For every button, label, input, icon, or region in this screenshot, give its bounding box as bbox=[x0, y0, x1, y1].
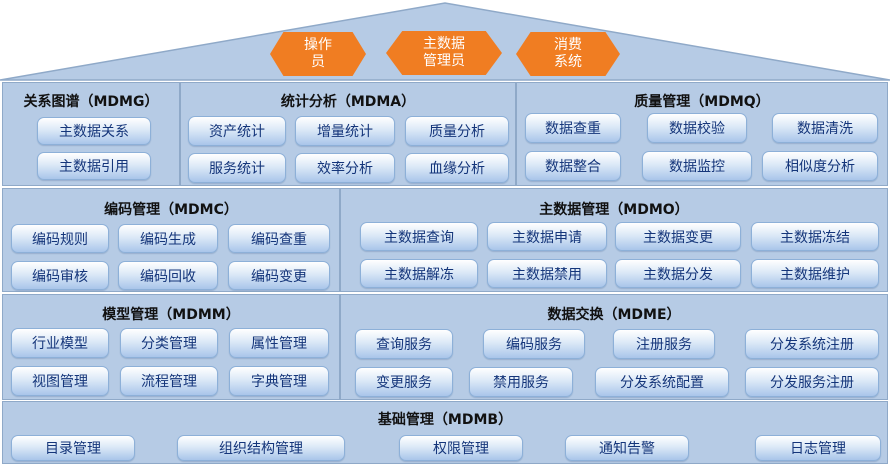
role-operator: 操作 员 bbox=[270, 32, 366, 76]
btn-change-service[interactable]: 变更服务 bbox=[355, 367, 453, 397]
btn-md-unfreeze[interactable]: 主数据解冻 bbox=[360, 259, 478, 288]
btn-catalog-mgmt[interactable]: 目录管理 bbox=[11, 435, 135, 461]
btn-org-structure-mgmt[interactable]: 组织结构管理 bbox=[177, 435, 345, 461]
section-mdme: 数据交换（MDME） 查询服务 编码服务 注册服务 分发系统注册 变更服务 禁用… bbox=[340, 294, 888, 400]
btn-md-change[interactable]: 主数据变更 bbox=[615, 222, 741, 251]
btn-service-stats[interactable]: 服务统计 bbox=[188, 153, 286, 183]
btn-dist-service-register[interactable]: 分发服务注册 bbox=[745, 367, 879, 397]
btn-md-freeze[interactable]: 主数据冻结 bbox=[751, 222, 879, 251]
btn-similarity-analysis[interactable]: 相似度分析 bbox=[762, 151, 878, 181]
btn-code-audit[interactable]: 编码审核 bbox=[11, 261, 109, 290]
section-title: 基础管理（MDMB） bbox=[377, 412, 513, 428]
btn-md-query[interactable]: 主数据查询 bbox=[360, 222, 478, 251]
btn-dist-system-register[interactable]: 分发系统注册 bbox=[745, 329, 879, 359]
btn-asset-stats[interactable]: 资产统计 bbox=[188, 116, 286, 146]
role-operator-label: 操作 员 bbox=[304, 37, 332, 70]
btn-notification-alert[interactable]: 通知告警 bbox=[565, 435, 689, 461]
section-mdmq: 质量管理（MDMQ） 数据查重 数据校验 数据清洗 数据整合 数据监控 相似度分… bbox=[516, 82, 888, 186]
btn-data-cleansing[interactable]: 数据清洗 bbox=[772, 113, 878, 143]
section-title: 模型管理（MDMM） bbox=[102, 307, 240, 323]
btn-attribute-mgmt[interactable]: 属性管理 bbox=[229, 328, 329, 358]
btn-code-rule[interactable]: 编码规则 bbox=[11, 224, 109, 253]
btn-code-change[interactable]: 编码变更 bbox=[228, 261, 330, 290]
btn-code-dedup[interactable]: 编码查重 bbox=[228, 224, 330, 253]
btn-disable-service[interactable]: 禁用服务 bbox=[469, 367, 573, 397]
btn-log-mgmt[interactable]: 日志管理 bbox=[755, 435, 881, 461]
section-title: 编码管理（MDMC） bbox=[104, 202, 238, 218]
btn-lineage-analysis[interactable]: 血缘分析 bbox=[405, 153, 509, 183]
section-mdma: 统计分析（MDMA） 资产统计 增量统计 质量分析 服务统计 效率分析 血缘分析 bbox=[180, 82, 516, 186]
btn-register-service[interactable]: 注册服务 bbox=[613, 329, 715, 359]
section-title: 数据交换（MDME） bbox=[547, 307, 681, 323]
section-mdmm: 模型管理（MDMM） 行业模型 分类管理 属性管理 视图管理 流程管理 字典管理 bbox=[2, 294, 340, 400]
role-master-data-admin: 主数据 管理员 bbox=[386, 31, 502, 75]
btn-efficiency-analysis[interactable]: 效率分析 bbox=[295, 153, 395, 183]
btn-permission-mgmt[interactable]: 权限管理 bbox=[399, 435, 523, 461]
section-mdmo: 主数据管理（MDMO） 主数据查询 主数据申请 主数据变更 主数据冻结 主数据解… bbox=[340, 188, 888, 292]
btn-data-dedup[interactable]: 数据查重 bbox=[525, 113, 621, 143]
section-mdmc: 编码管理（MDMC） 编码规则 编码生成 编码查重 编码审核 编码回收 编码变更 bbox=[2, 188, 340, 292]
section-title: 质量管理（MDMQ） bbox=[634, 94, 770, 110]
btn-query-service[interactable]: 查询服务 bbox=[355, 329, 453, 359]
btn-data-validation[interactable]: 数据校验 bbox=[647, 113, 747, 143]
role-consumer-system-label: 消费 系统 bbox=[554, 37, 582, 70]
btn-dist-system-config[interactable]: 分发系统配置 bbox=[595, 367, 729, 397]
section-title: 主数据管理（MDMO） bbox=[539, 202, 689, 218]
btn-data-integration[interactable]: 数据整合 bbox=[525, 151, 621, 181]
section-title: 关系图谱（MDMG） bbox=[23, 94, 159, 110]
role-master-data-admin-label: 主数据 管理员 bbox=[423, 36, 465, 69]
btn-quality-analysis[interactable]: 质量分析 bbox=[405, 116, 509, 146]
btn-code-generate[interactable]: 编码生成 bbox=[118, 224, 218, 253]
btn-master-data-reference[interactable]: 主数据引用 bbox=[37, 152, 151, 180]
btn-master-data-relation[interactable]: 主数据关系 bbox=[37, 117, 151, 145]
btn-md-disable[interactable]: 主数据禁用 bbox=[487, 259, 607, 288]
btn-industry-model[interactable]: 行业模型 bbox=[11, 328, 109, 358]
role-consumer-system: 消费 系统 bbox=[516, 32, 620, 76]
section-title: 统计分析（MDMA） bbox=[280, 94, 416, 110]
section-mdmb: 基础管理（MDMB） 目录管理 组织结构管理 权限管理 通知告警 日志管理 bbox=[2, 401, 888, 464]
btn-code-recycle[interactable]: 编码回收 bbox=[118, 261, 218, 290]
btn-category-mgmt[interactable]: 分类管理 bbox=[120, 328, 218, 358]
btn-view-mgmt[interactable]: 视图管理 bbox=[11, 366, 109, 396]
btn-increment-stats[interactable]: 增量统计 bbox=[295, 116, 395, 146]
btn-workflow-mgmt[interactable]: 流程管理 bbox=[120, 366, 218, 396]
btn-dictionary-mgmt[interactable]: 字典管理 bbox=[229, 366, 329, 396]
btn-md-distribute[interactable]: 主数据分发 bbox=[615, 259, 741, 288]
btn-code-service[interactable]: 编码服务 bbox=[483, 329, 585, 359]
btn-md-apply[interactable]: 主数据申请 bbox=[487, 222, 607, 251]
section-mdmg: 关系图谱（MDMG） 主数据关系 主数据引用 bbox=[2, 82, 180, 186]
btn-data-monitoring[interactable]: 数据监控 bbox=[642, 151, 752, 181]
btn-md-maintain[interactable]: 主数据维护 bbox=[751, 259, 879, 288]
